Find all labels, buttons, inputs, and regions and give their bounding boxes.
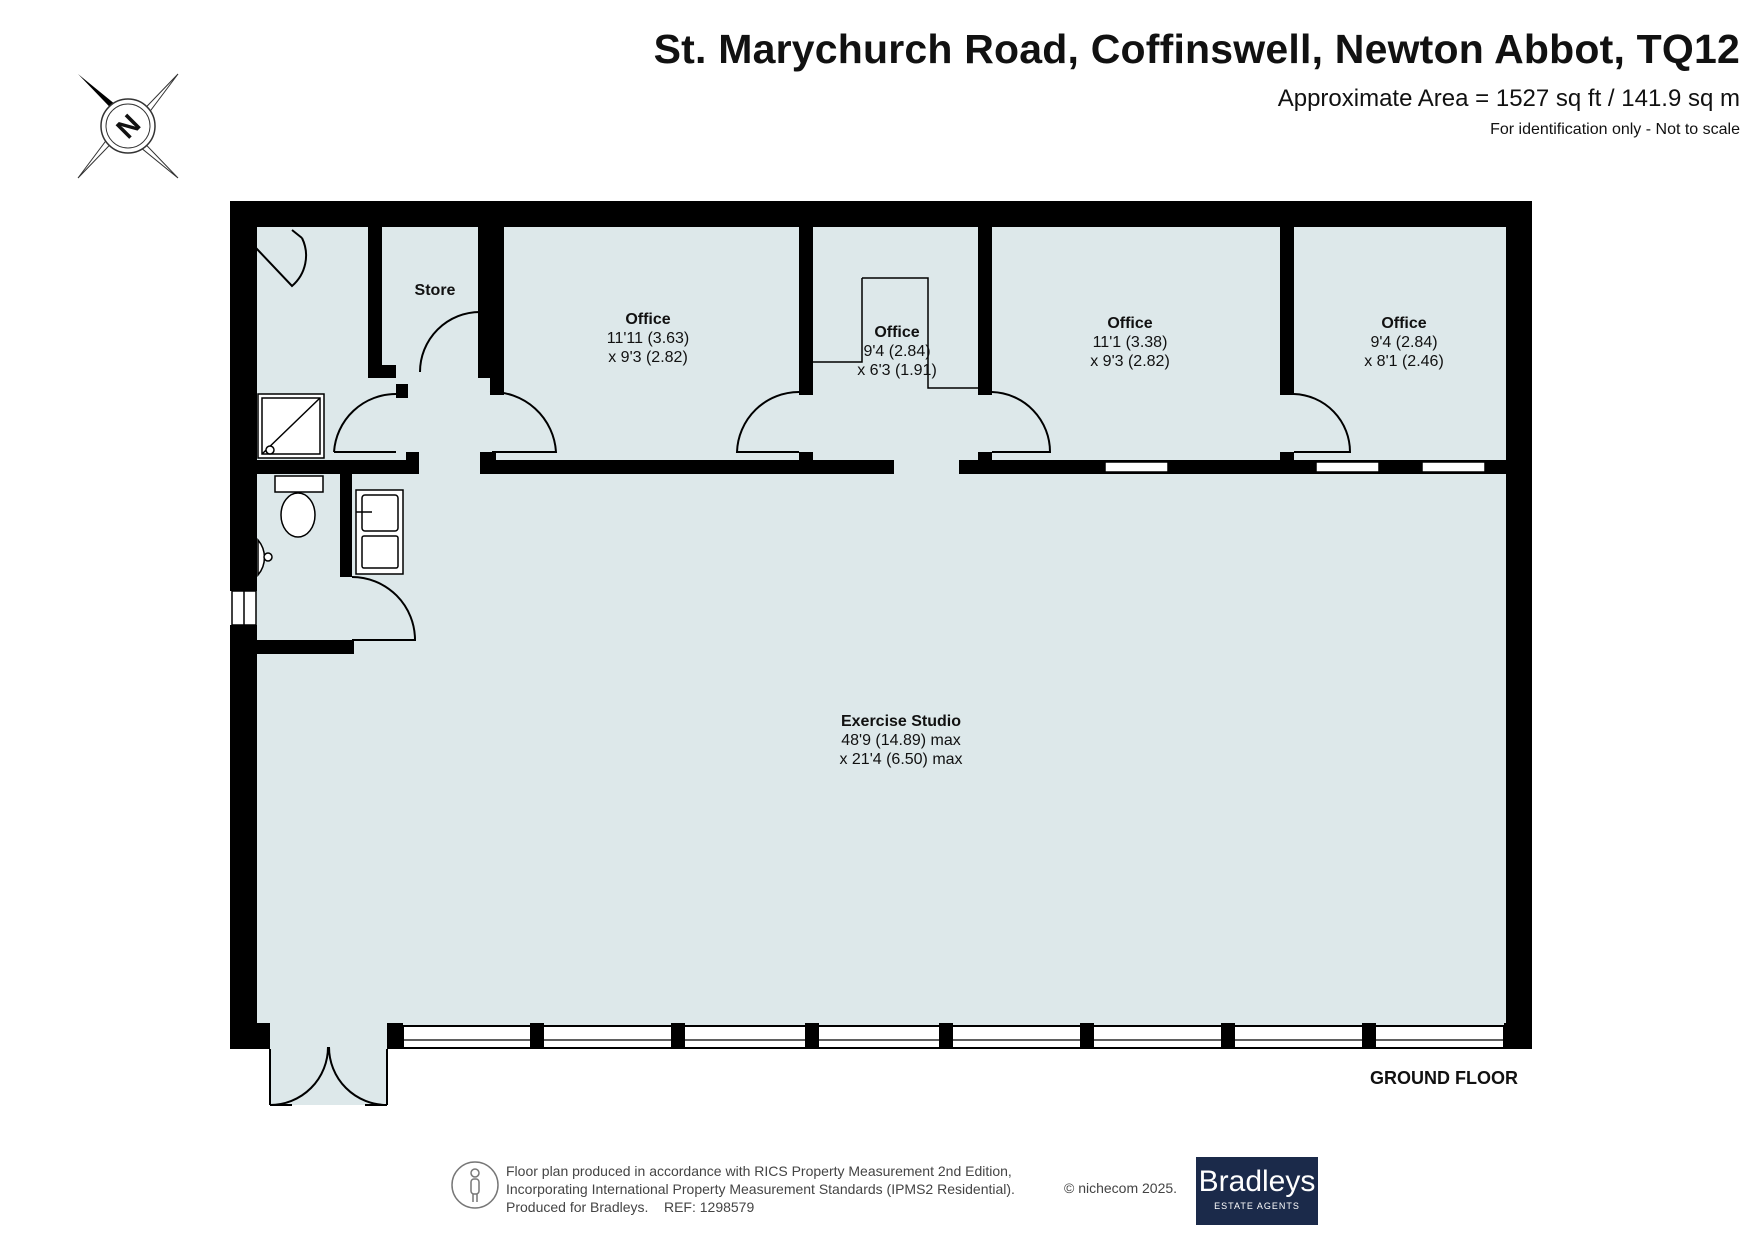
room-label-office-3: Office 11'1 (3.38) x 9'3 (2.82) [1090,314,1170,371]
north-internal-windows [1104,461,1486,473]
outer-walls [230,201,1532,1049]
room-label-office-4: Office 9'4 (2.84) x 8'1 (2.46) [1364,314,1444,371]
footer-text: Floor plan produced in accordance with R… [506,1162,1015,1216]
room-dimension: x 9'3 (2.82) [1090,353,1170,370]
room-dimension: x 6'3 (1.91) [857,362,937,379]
shower-tray-icon [257,393,325,459]
basin-icon [257,537,273,578]
room-name: Office [874,324,920,341]
room-dimension: 11'1 (3.38) [1092,334,1168,351]
room-dimension: x 9'3 (2.82) [608,349,688,366]
identification-note: For identification only - Not to scale [1490,121,1740,138]
room-label-store: Store [415,281,456,300]
room-dimension: x 8'1 (2.46) [1364,353,1444,370]
room-name: Office [1107,315,1153,332]
footer-line: Floor plan produced in accordance with R… [506,1163,1012,1179]
footer-line: Incorporating International Property Mea… [506,1181,1015,1197]
kitchen-sink-icon [355,489,404,575]
room-name: Store [414,282,456,299]
bradleys-logo: Bradleys ESTATE AGENTS [1196,1157,1318,1225]
footer-line: Produced for Bradleys. REF: 1298579 [506,1199,755,1215]
room-dimension: 9'4 (2.84) [863,343,931,360]
approximate-area: Approximate Area = 1527 sq ft / 141.9 sq… [1277,85,1740,112]
room-name: Office [1381,315,1427,332]
rics-person-icon [451,1161,499,1209]
room-dimension: 48'9 (14.89) max [841,732,961,749]
floor-label: GROUND FLOOR [1370,1068,1518,1088]
logo-name: Bradleys [1198,1165,1316,1198]
office-cupboard [813,277,978,389]
south-windows [402,1023,1505,1049]
floor-fill-door [270,1047,387,1105]
west-window [231,590,257,626]
room-label-office-1: Office 11'11 (3.63) x 9'3 (2.82) [607,310,690,367]
room-dimension: 9'4 (2.84) [1370,334,1438,351]
door-swings [255,229,1352,641]
room-dimension: 11'11 (3.63) [606,330,690,347]
property-address-title: St. Marychurch Road, Coffinswell, Newton… [653,26,1740,72]
copyright-notice: © nichecom 2025. [1064,1180,1178,1196]
room-name: Office [625,311,671,328]
logo-subtitle: ESTATE AGENTS [1214,1201,1300,1211]
toilet-icon [274,475,324,538]
room-label-office-2: Office 9'4 (2.84) x 6'3 (1.91) [857,323,937,380]
compass-icon: N [77,73,179,179]
floor-fill [256,225,1506,1047]
room-label-exercise-studio: Exercise Studio 48'9 (14.89) max x 21'4 … [839,712,962,769]
room-name: Exercise Studio [840,713,962,730]
room-dimension: x 21'4 (6.50) max [839,751,963,768]
entrance-double-door [269,1046,388,1106]
